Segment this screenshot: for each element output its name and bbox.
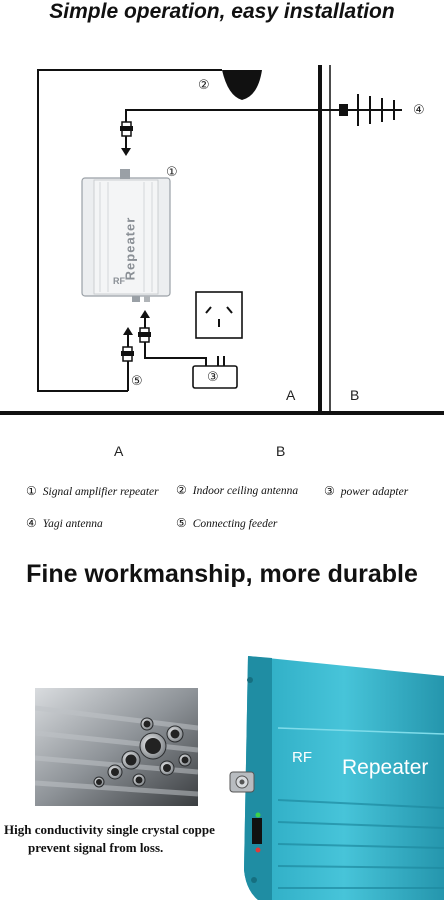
connector-icon [138, 310, 207, 368]
repeater-device-icon [81, 169, 171, 302]
legend-zone-b: B [276, 443, 286, 459]
connector-icon [121, 327, 134, 362]
label-indoor-antenna: ② [198, 78, 210, 93]
caption-line-1: High conductivity single crystal coppe [4, 822, 215, 837]
installation-diagram [0, 65, 444, 415]
caption-line-2: prevent signal from loss. [28, 840, 164, 855]
label-repeater: ① [166, 165, 178, 180]
repeater-label-wrapper: Repeater [110, 205, 150, 305]
repeater-rf-badge: RF [113, 276, 125, 286]
copper-tubes-image [35, 688, 198, 806]
label-adapter: ③ [207, 370, 219, 385]
label-yagi: ④ [413, 103, 425, 118]
ceiling-antenna-icon [222, 70, 262, 100]
outdoor-feeder-cable [125, 109, 342, 125]
n-connector-icon [229, 771, 255, 793]
zone-b-label: B [350, 387, 360, 403]
legend-zone-a: A [114, 443, 124, 459]
page-title: Simple operation, easy installation [49, 0, 395, 23]
connector-icon [120, 121, 133, 156]
product-rf-badge: RF [292, 749, 312, 766]
label-feeder: ⑤ [131, 374, 143, 389]
zone-a-label: A [286, 387, 296, 403]
wall-socket-icon [195, 291, 243, 339]
yagi-antenna-icon [339, 94, 402, 126]
feeder-cable-loop [37, 69, 222, 392]
product-device-image [229, 656, 444, 900]
power-adapter-icon [192, 356, 238, 389]
product-repeater-text: Repeater [342, 756, 429, 779]
section-title: Fine workmanship, more durable [26, 560, 418, 588]
